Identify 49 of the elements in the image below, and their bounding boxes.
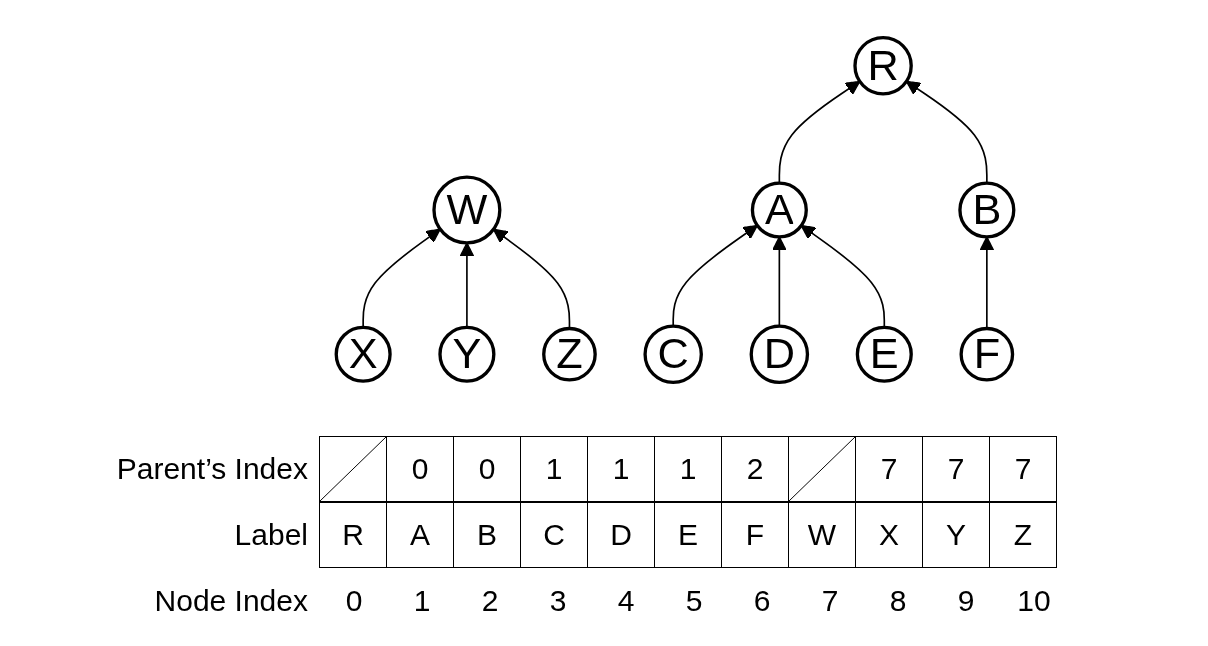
table-cell-text: B [477, 517, 497, 552]
node-index-number: 2 [481, 584, 499, 618]
row-header: Node Index [154, 584, 308, 618]
node-circle: C [643, 324, 703, 384]
node-index-number: 7 [821, 584, 839, 618]
table-cell-text: Z [1013, 517, 1033, 552]
node-circle: R [853, 36, 913, 96]
table-cell-text: F [745, 517, 765, 552]
table-cell-text: W [807, 517, 837, 552]
node-circle: D [749, 324, 810, 384]
node-index-number: 1 [413, 584, 431, 618]
arrow [778, 80, 861, 184]
arrow [672, 224, 758, 327]
table-cell-text: A [410, 517, 430, 552]
table-cell-text: Y [946, 517, 966, 552]
row-header: Parent’s Index [116, 452, 308, 486]
table-cell-text: 1 [545, 451, 563, 486]
node-index-number: 8 [889, 584, 907, 618]
table-cell-text: 1 [612, 451, 630, 486]
node-index-number: 10 [1017, 584, 1051, 618]
node-index-number: 6 [753, 584, 771, 618]
node-circle: X [334, 325, 392, 383]
node-index-number: 3 [549, 584, 567, 618]
node-circle: W [432, 175, 502, 245]
table-cell-text: D [610, 517, 632, 552]
node-circle: A [750, 181, 808, 239]
node-circle: Y [438, 325, 496, 383]
table-cell-text: E [678, 517, 698, 552]
node-index-number: 4 [617, 584, 635, 618]
table-cell-text: 7 [947, 451, 965, 486]
row-header: Label [234, 518, 308, 552]
node-index-number: 5 [685, 584, 703, 618]
node-circle: F [959, 326, 1015, 382]
table-cell-text: 2 [746, 451, 764, 486]
node-index-number: 0 [345, 584, 363, 618]
node-circle: Z [542, 326, 597, 382]
table-cell-text: 1 [679, 451, 697, 486]
table-cell-text: C [543, 517, 565, 552]
table-cell-text: 7 [880, 451, 898, 486]
table-cell-text: X [879, 517, 899, 552]
node-index-number: 9 [957, 584, 975, 618]
table-cell-text: 7 [1014, 451, 1032, 486]
table-cell-text: R [342, 517, 364, 552]
arrow [905, 80, 988, 184]
node-circle: E [855, 325, 913, 383]
table-cell-text: 0 [411, 451, 429, 486]
table-cell-text: 0 [478, 451, 496, 486]
node-circle: B [958, 181, 1016, 239]
arrow [772, 236, 787, 327]
